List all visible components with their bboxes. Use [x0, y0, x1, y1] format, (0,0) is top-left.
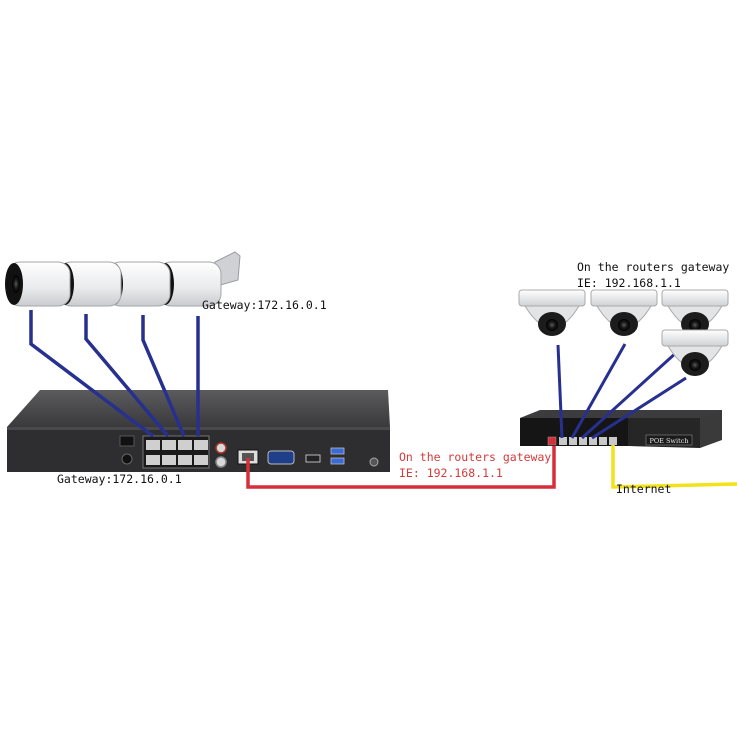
switch-cable-dome-2 — [570, 343, 627, 439]
bullet-camera-1 — [5, 261, 71, 307]
nvr-vga-port — [267, 450, 295, 465]
internet-cable — [611, 445, 737, 489]
nvr-dc-jack — [121, 453, 133, 465]
nvr-power-switch — [119, 435, 135, 447]
nvr-audio-out-jack — [215, 442, 227, 454]
poe-camera-cables — [556, 340, 690, 440]
camera-gateway-label: Gateway:172.16.0.1 — [202, 298, 327, 312]
nvr-audio-in-jack — [215, 456, 227, 468]
switch-side-panel — [700, 410, 722, 448]
internet-label: Internet — [616, 482, 672, 496]
nvr-hdmi-port — [305, 454, 321, 463]
nvr-cable-camera-1 — [29, 310, 155, 438]
uplink-gateway-label-line1: On the routers gateway — [399, 450, 552, 464]
uplink-gateway-label-line2: IE: 192.168.1.1 — [399, 466, 503, 480]
dome-camera-1 — [518, 289, 586, 336]
switch-cable-dome-4 — [591, 376, 687, 440]
nvr-cable-camera-2 — [84, 314, 170, 438]
uplink-cable — [246, 446, 556, 489]
switch-top-panel — [520, 410, 722, 418]
nvr-poe-ports — [142, 435, 210, 469]
dome-camera-2 — [590, 289, 658, 336]
nvr-camera-cables — [29, 310, 200, 438]
dome-gateway-label-line2: IE: 192.168.1.1 — [577, 276, 681, 290]
nvr-gateway-label: Gateway:172.16.0.1 — [57, 472, 182, 486]
nvr-cable-camera-3 — [141, 315, 186, 437]
dome-camera-3 — [661, 289, 729, 336]
nvr-recorder — [7, 390, 390, 472]
switch-cable-dome-1 — [556, 344, 564, 439]
switch-badge-text: POE Switch — [649, 437, 688, 445]
nvr-ground-screw — [369, 457, 379, 467]
nvr-usb-port-1 — [330, 447, 345, 455]
dome-camera-4 — [661, 329, 729, 376]
poe-switch: POE Switch — [520, 410, 722, 448]
switch-cable-dome-3 — [580, 340, 690, 440]
switch-ports — [547, 436, 617, 446]
switch-badge-plate — [645, 434, 693, 446]
nvr-usb-port-2 — [330, 457, 345, 465]
dome-gateway-label-line1: On the routers gateway — [577, 260, 730, 274]
